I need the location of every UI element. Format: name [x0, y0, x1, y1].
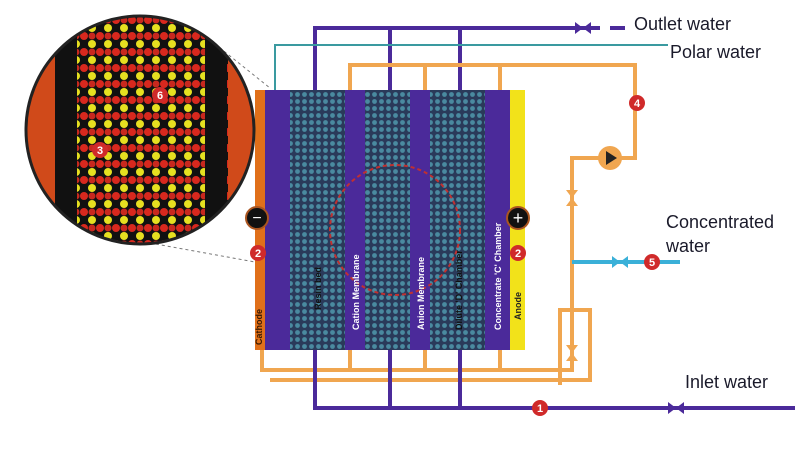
svg-text:2: 2 [255, 248, 261, 260]
plus-electrode-icon [506, 206, 530, 230]
edi-stack [255, 90, 525, 350]
minus-electrode-icon [245, 206, 269, 230]
polar-pipe [274, 44, 668, 90]
label-dilute: Dilute 'D' Chamber [454, 250, 464, 330]
valves [566, 22, 684, 414]
concentrated-water-label: Concentrated water [666, 212, 775, 256]
svg-text:2: 2 [515, 248, 521, 260]
concentrate-loop [260, 63, 637, 385]
outlet-pipes [313, 26, 625, 90]
svg-text:1: 1 [537, 403, 543, 415]
label-concentrate: Concentrate 'C' Chamber [493, 222, 503, 330]
label-resin: Resin bed [313, 267, 323, 310]
outlet-water-label: Outlet water [634, 14, 732, 34]
magnified-view [27, 17, 253, 243]
label-cathode: Cathode [254, 309, 264, 345]
inlet-water-label: Inlet water [685, 372, 769, 392]
svg-text:−: − [252, 210, 261, 227]
svg-text:6: 6 [157, 90, 163, 102]
svg-text:5: 5 [649, 257, 655, 269]
label-anion: Anion Membrane [416, 257, 426, 330]
label-cation: Cation Membrane [351, 254, 361, 330]
inlet-pipes [313, 350, 795, 410]
markers: 1 2 2 3 4 5 6 [92, 87, 660, 416]
svg-text:3: 3 [97, 145, 103, 157]
polar-water-label: Polar water [670, 42, 762, 62]
svg-text:4: 4 [634, 98, 641, 110]
label-anode: Anode [513, 292, 523, 320]
svg-text:+: + [513, 208, 524, 228]
